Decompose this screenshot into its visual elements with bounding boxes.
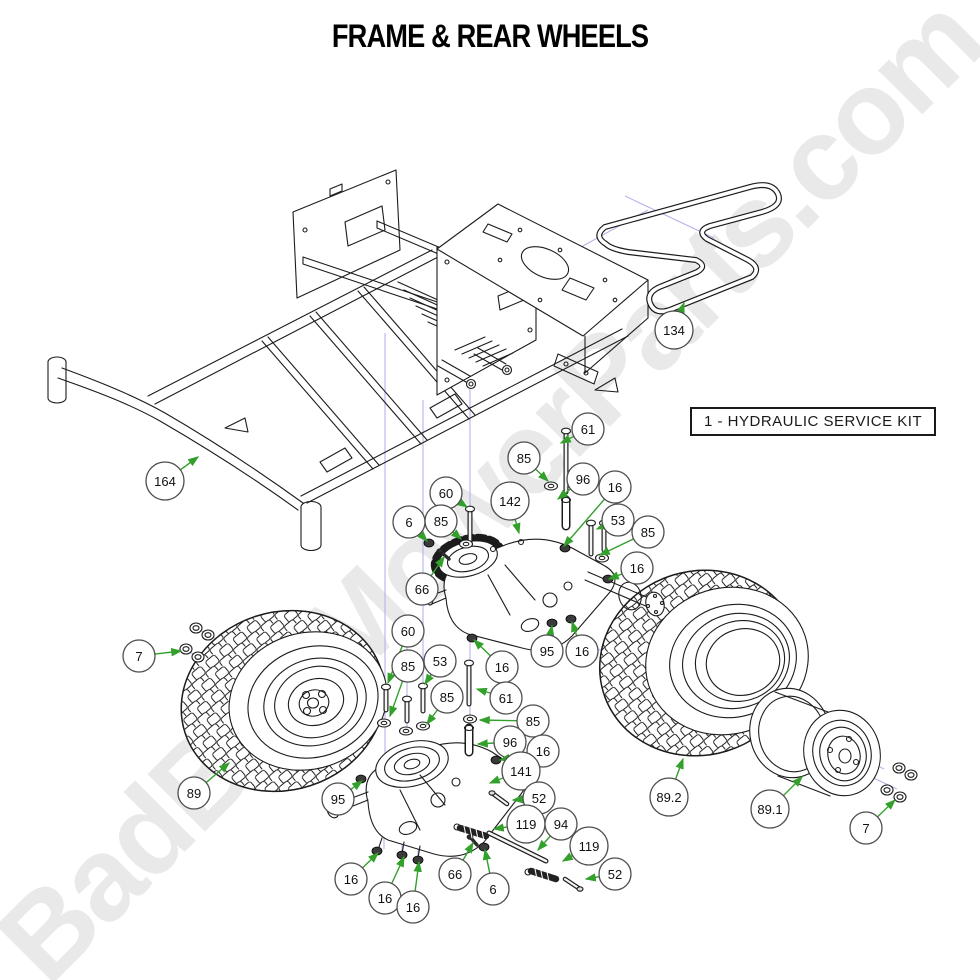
svg-text:85: 85 — [401, 659, 415, 674]
callout-53[interactable]: 53 — [423, 644, 457, 686]
svg-text:16: 16 — [406, 900, 420, 915]
svg-text:16: 16 — [536, 744, 550, 759]
callout-66[interactable]: 66 — [405, 555, 445, 606]
callout-85[interactable]: 85 — [507, 441, 550, 482]
callout-16[interactable]: 16 — [563, 470, 632, 548]
svg-text:16: 16 — [608, 480, 622, 495]
svg-text:85: 85 — [517, 451, 531, 466]
callout-16[interactable]: 16 — [472, 639, 519, 684]
svg-text:95: 95 — [540, 644, 554, 659]
svg-text:16: 16 — [495, 660, 509, 675]
svg-text:52: 52 — [532, 791, 546, 806]
svg-text:7: 7 — [862, 821, 869, 836]
svg-text:16: 16 — [344, 872, 358, 887]
svg-text:96: 96 — [503, 735, 517, 750]
callout-66[interactable]: 66 — [438, 841, 474, 891]
callout-96[interactable]: 96 — [476, 725, 527, 759]
hydraulic-kit-label: 1 - HYDRAULIC SERVICE KIT — [690, 407, 937, 436]
svg-text:53: 53 — [433, 654, 447, 669]
callout-85[interactable]: 85 — [389, 649, 425, 718]
svg-text:134: 134 — [663, 323, 685, 338]
callout-85[interactable]: 85 — [478, 704, 550, 738]
right-rear-tire — [598, 569, 809, 757]
svg-text:52: 52 — [608, 867, 622, 882]
svg-text:60: 60 — [439, 486, 453, 501]
svg-text:85: 85 — [434, 514, 448, 529]
callout-6[interactable]: 6 — [476, 848, 510, 906]
svg-text:66: 66 — [415, 582, 429, 597]
callout-164[interactable]: 164 — [145, 456, 200, 501]
svg-text:119: 119 — [579, 839, 600, 854]
svg-text:16: 16 — [630, 561, 644, 576]
callout-7[interactable]: 7 — [849, 799, 897, 845]
svg-text:7: 7 — [135, 649, 142, 664]
svg-text:89.1: 89.1 — [757, 802, 782, 817]
right-rear-rim — [749, 687, 881, 797]
callout-16[interactable]: 16 — [396, 860, 430, 924]
svg-text:60: 60 — [401, 624, 415, 639]
svg-text:6: 6 — [405, 515, 412, 530]
svg-text:119: 119 — [516, 817, 537, 832]
svg-text:94: 94 — [554, 817, 568, 832]
callout-16[interactable]: 16 — [565, 620, 599, 668]
callout-60[interactable]: 60 — [429, 476, 469, 510]
callout-119[interactable]: 119 — [492, 804, 546, 844]
callout-89.2[interactable]: 89.2 — [649, 757, 689, 817]
callout-61[interactable]: 61 — [559, 412, 605, 446]
callout-142[interactable]: 142 — [490, 481, 530, 535]
svg-text:6: 6 — [489, 882, 496, 897]
page-title-text: FRAME & REAR WHEELS — [331, 18, 649, 54]
callout-16[interactable]: 16 — [334, 852, 380, 896]
callout-7[interactable]: 7 — [122, 639, 183, 673]
callout-134[interactable]: 134 — [654, 301, 694, 350]
svg-text:89.2: 89.2 — [656, 790, 681, 805]
callout-61[interactable]: 61 — [475, 681, 523, 715]
svg-text:16: 16 — [575, 644, 589, 659]
lower-transaxle — [326, 740, 527, 859]
callout-96[interactable]: 96 — [556, 462, 600, 500]
callout-85[interactable]: 85 — [598, 515, 665, 556]
svg-text:53: 53 — [611, 513, 625, 528]
left-rear-wheel — [180, 609, 388, 793]
svg-text:164: 164 — [154, 474, 176, 489]
svg-text:66: 66 — [448, 867, 462, 882]
callout-141[interactable]: 141 — [488, 751, 541, 791]
frame-illustration — [47, 169, 649, 552]
callout-layer: 164 134 61 85 96 16 60 142 6 85 53 85 16 66 16 95 16 7 89 6… — [122, 301, 897, 924]
callout-85[interactable]: 85 — [424, 504, 463, 540]
callout-16[interactable]: 16 — [607, 551, 654, 585]
callout-6[interactable]: 6 — [392, 505, 428, 543]
callout-89[interactable]: 89 — [177, 762, 231, 810]
svg-text:95: 95 — [331, 792, 345, 807]
callout-94[interactable]: 94 — [537, 807, 578, 852]
drive-belt — [596, 182, 782, 315]
callout-119[interactable]: 119 — [561, 826, 609, 866]
callout-85[interactable]: 85 — [426, 680, 464, 726]
callout-95[interactable]: 95 — [530, 624, 564, 668]
svg-text:61: 61 — [581, 422, 595, 437]
page-title: FRAME & REAR WHEELS — [0, 18, 980, 55]
svg-text:96: 96 — [576, 472, 590, 487]
callout-16[interactable]: 16 — [368, 855, 405, 915]
svg-text:89: 89 — [187, 786, 201, 801]
svg-text:142: 142 — [499, 494, 521, 509]
svg-text:85: 85 — [440, 690, 454, 705]
svg-text:61: 61 — [499, 691, 513, 706]
callout-52[interactable]: 52 — [584, 857, 632, 891]
svg-text:141: 141 — [510, 764, 532, 779]
svg-text:85: 85 — [526, 714, 540, 729]
callout-95[interactable]: 95 — [321, 780, 364, 816]
svg-text:16: 16 — [378, 891, 392, 906]
callout-53[interactable]: 53 — [595, 503, 635, 537]
callout-89.1[interactable]: 89.1 — [750, 776, 803, 829]
svg-text:85: 85 — [641, 525, 655, 540]
